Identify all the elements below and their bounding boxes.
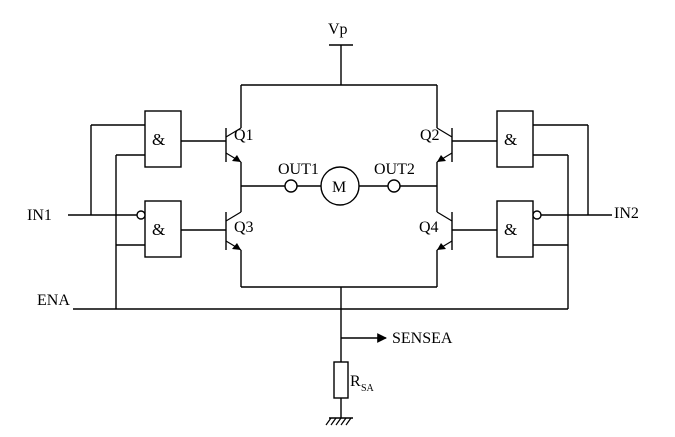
q3-label: Q3	[234, 219, 254, 236]
q1-collector-lead	[225, 127, 242, 138]
q3-transistor: Q3	[225, 211, 254, 251]
and-gate-symbol: &	[504, 220, 517, 239]
q1-transistor: Q1	[225, 127, 254, 163]
in1-label: IN1	[27, 207, 52, 224]
vp-label: Vp	[328, 21, 348, 38]
right-and-gate-bottom: &	[452, 200, 542, 258]
q2-collector-lead	[436, 127, 453, 138]
and-gate-box	[496, 200, 534, 258]
q3-collector-lead	[225, 211, 242, 222]
inverter-bubble-icon	[532, 210, 542, 220]
rsa-label-subscript: SA	[361, 383, 375, 394]
left-and-gate-top: &	[144, 110, 226, 168]
vp-supply: Vp	[328, 21, 353, 85]
ground-hatch-5	[345, 417, 352, 426]
left-and-gate-bottom: &	[136, 200, 226, 258]
inverter-bubble-icon	[136, 210, 146, 220]
out1-label: OUT1	[278, 161, 319, 178]
ground-hatch-2	[330, 417, 337, 426]
ena-label: ENA	[37, 292, 70, 309]
ground-hatch-1	[325, 417, 332, 426]
rsa-label: R	[350, 373, 361, 390]
in2-label: IN2	[614, 205, 639, 222]
out2-terminal	[387, 179, 401, 193]
and-gate-symbol: &	[152, 220, 165, 239]
q2-transistor: Q2	[420, 127, 453, 163]
right-and-gate-top: &	[452, 110, 534, 168]
rsa-resistor	[333, 361, 349, 399]
q4-label: Q4	[419, 219, 439, 236]
and-gate-symbol: &	[504, 130, 517, 149]
ground-hatch-4	[340, 417, 347, 426]
sensea-label: SENSEA	[392, 330, 453, 347]
and-gate-symbol: &	[152, 130, 165, 149]
and-gate-box	[144, 200, 182, 258]
sense-network: SENSEA R SA	[325, 287, 453, 426]
motor-branch: OUT1 M OUT2	[241, 161, 437, 206]
q4-transistor: Q4	[419, 211, 453, 251]
q2-emitter-arrow-icon	[437, 155, 446, 162]
q1-label: Q1	[234, 127, 254, 144]
q2-label: Q2	[420, 127, 440, 144]
ground-hatch-3	[335, 417, 342, 426]
q4-emitter-arrow-icon	[437, 243, 446, 250]
out2-label: OUT2	[374, 161, 415, 178]
motor-label: M	[332, 179, 346, 196]
and-gate-box	[144, 110, 182, 168]
in2-input-network: IN2	[533, 124, 639, 222]
ena-enable-network: ENA	[37, 154, 569, 310]
out1-terminal	[284, 179, 298, 193]
q4-collector-lead	[436, 211, 453, 222]
q3-emitter-arrow-icon	[232, 243, 241, 250]
q1-emitter-arrow-icon	[232, 155, 241, 162]
and-gate-box	[496, 110, 534, 168]
in1-input-network: IN1	[27, 124, 145, 224]
